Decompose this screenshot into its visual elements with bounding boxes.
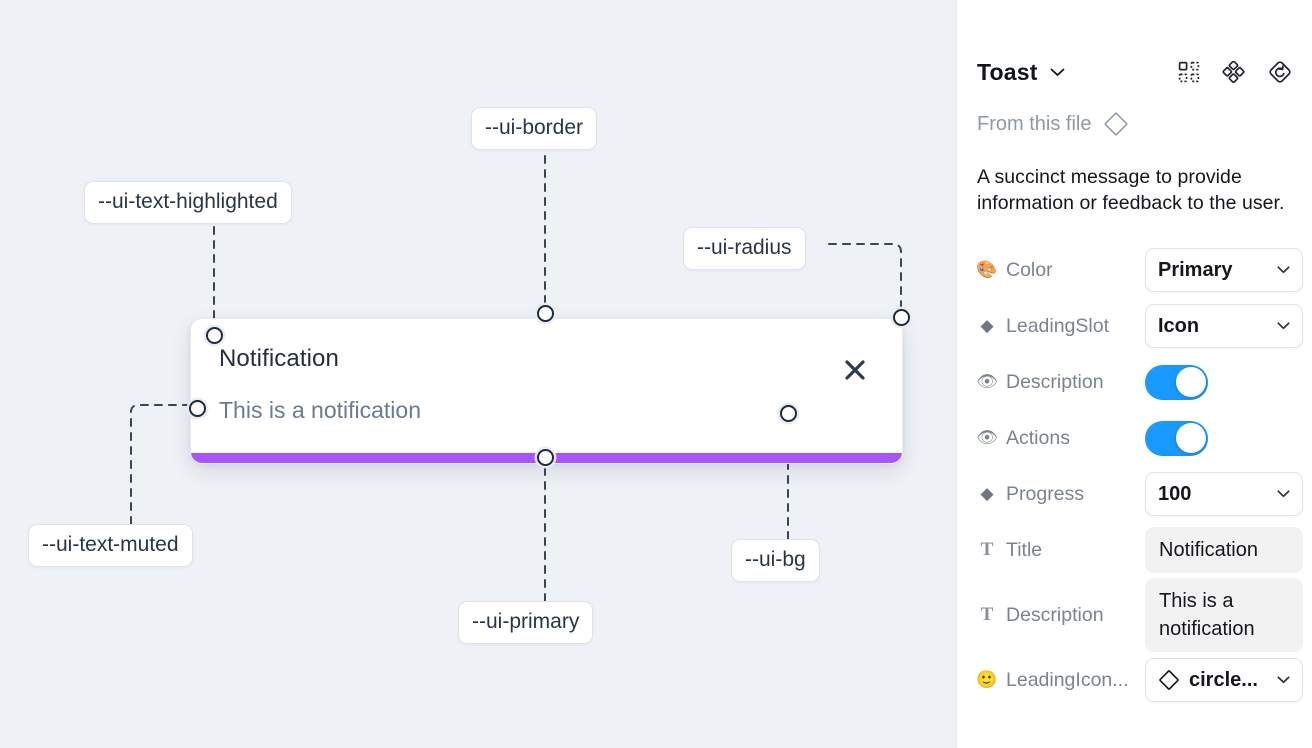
property-label-leading-icon: 🙂 LeadingIcon...: [977, 669, 1145, 692]
property-row-description-toggle: 👁 Description: [977, 354, 1292, 410]
panel-title: Toast: [977, 58, 1038, 85]
chevron-down-icon: [1277, 676, 1290, 684]
progress-select-value: 100: [1158, 482, 1192, 505]
leading-icon-select[interactable]: circle...: [1145, 658, 1303, 703]
token-chip-ui-border[interactable]: --ui-border: [471, 107, 598, 150]
panel-header-actions: [1178, 60, 1292, 84]
token-chip-ui-radius[interactable]: --ui-radius: [683, 227, 806, 270]
property-label-text: LeadingSlot: [1006, 314, 1110, 337]
toast-component[interactable]: Notification This is a notification: [190, 318, 903, 464]
property-label-color: 🎨 Color: [977, 259, 1145, 282]
design-canvas[interactable]: Notification This is a notification --ui…: [0, 0, 956, 748]
property-list: 🎨 Color Primary: [977, 242, 1303, 708]
property-label-text: Description: [1006, 603, 1104, 626]
toast-title: Notification: [219, 345, 339, 372]
component-description: A succinct message to provide informatio…: [977, 166, 1285, 214]
leading-slot-select-value: Icon: [1158, 314, 1200, 337]
diamond-icon: ◆: [980, 316, 994, 336]
color-select[interactable]: Primary: [1145, 248, 1303, 293]
anchor-dot-ui-text-muted[interactable]: [189, 400, 206, 417]
anchor-dot-ui-border[interactable]: [537, 305, 554, 322]
property-label-progress: ◆ Progress: [977, 483, 1145, 506]
variants-diamond-icon[interactable]: [1222, 61, 1246, 83]
leading-slot-select[interactable]: Icon: [1145, 304, 1303, 349]
anchor-dot-ui-primary[interactable]: [537, 449, 554, 466]
eye-icon: 👁: [977, 372, 998, 392]
title-input[interactable]: Notification: [1145, 527, 1303, 574]
property-label-description-text: T Description: [977, 604, 1145, 627]
toggle-knob: [1175, 423, 1206, 454]
token-chip-ui-primary[interactable]: --ui-primary: [458, 601, 594, 644]
token-chip-ui-text-highlighted[interactable]: --ui-text-highlighted: [84, 181, 292, 224]
property-label-text: Title: [1006, 538, 1043, 561]
property-label-description: 👁 Description: [977, 371, 1145, 394]
close-icon[interactable]: [844, 359, 866, 381]
smiley-icon: 🙂: [977, 670, 998, 690]
description-input[interactable]: This is a notification: [1145, 578, 1303, 653]
color-select-value: Primary: [1158, 258, 1233, 281]
property-row-title: T Title Notification: [977, 522, 1303, 578]
property-label-text: Actions: [1006, 426, 1070, 449]
property-row-leading-icon: 🙂 LeadingIcon... circle...: [977, 652, 1303, 708]
diamond-icon: [1103, 111, 1129, 137]
property-row-description-text: T Description This is a notification: [977, 578, 1303, 653]
diamond-icon: ◆: [980, 484, 994, 504]
property-label-leading-slot: ◆ LeadingSlot: [977, 315, 1145, 338]
property-label-text: Color: [1006, 258, 1053, 281]
chevron-down-icon: [1277, 322, 1290, 330]
reset-instance-icon[interactable]: [1268, 60, 1292, 84]
anchor-dot-ui-bg[interactable]: [780, 405, 797, 422]
anchor-dot-ui-text-highlighted[interactable]: [206, 327, 223, 344]
token-chip-ui-bg[interactable]: --ui-bg: [731, 539, 820, 582]
leading-icon-select-value: circle...: [1189, 668, 1258, 691]
from-this-file-label: From this file: [977, 112, 1092, 135]
properties-panel: Toast: [956, 0, 1312, 748]
description-toggle[interactable]: [1145, 364, 1208, 400]
toast-description: This is a notification: [219, 397, 421, 423]
property-label-text: Progress: [1006, 482, 1085, 505]
palette-icon: 🎨: [977, 260, 998, 280]
property-row-leading-slot: ◆ LeadingSlot Icon: [977, 298, 1303, 354]
chevron-down-icon: [1277, 266, 1290, 274]
property-row-color: 🎨 Color Primary: [977, 242, 1303, 298]
anchor-dot-ui-radius[interactable]: [893, 309, 910, 326]
panel-header: Toast: [977, 44, 1292, 100]
toggle-knob: [1175, 367, 1206, 398]
property-label-title: T Title: [977, 539, 1145, 562]
text-icon: T: [980, 539, 994, 561]
chevron-down-icon: [1277, 490, 1290, 498]
actions-toggle[interactable]: [1145, 420, 1208, 456]
property-label-text: Description: [1006, 370, 1104, 393]
from-this-file-row[interactable]: From this file: [977, 109, 1292, 139]
component-grid-icon[interactable]: [1178, 61, 1200, 83]
property-row-actions-toggle: 👁 Actions: [977, 410, 1292, 466]
property-label-actions: 👁 Actions: [977, 427, 1145, 450]
progress-select[interactable]: 100: [1145, 472, 1303, 517]
chevron-down-icon[interactable]: [1050, 68, 1065, 77]
eye-icon: 👁: [977, 428, 998, 448]
property-label-text: LeadingIcon...: [1006, 668, 1129, 691]
diamond-icon: [1158, 669, 1180, 691]
property-row-progress: ◆ Progress 100: [977, 466, 1303, 522]
text-icon: T: [980, 604, 994, 626]
token-chip-ui-text-muted[interactable]: --ui-text-muted: [28, 524, 193, 567]
